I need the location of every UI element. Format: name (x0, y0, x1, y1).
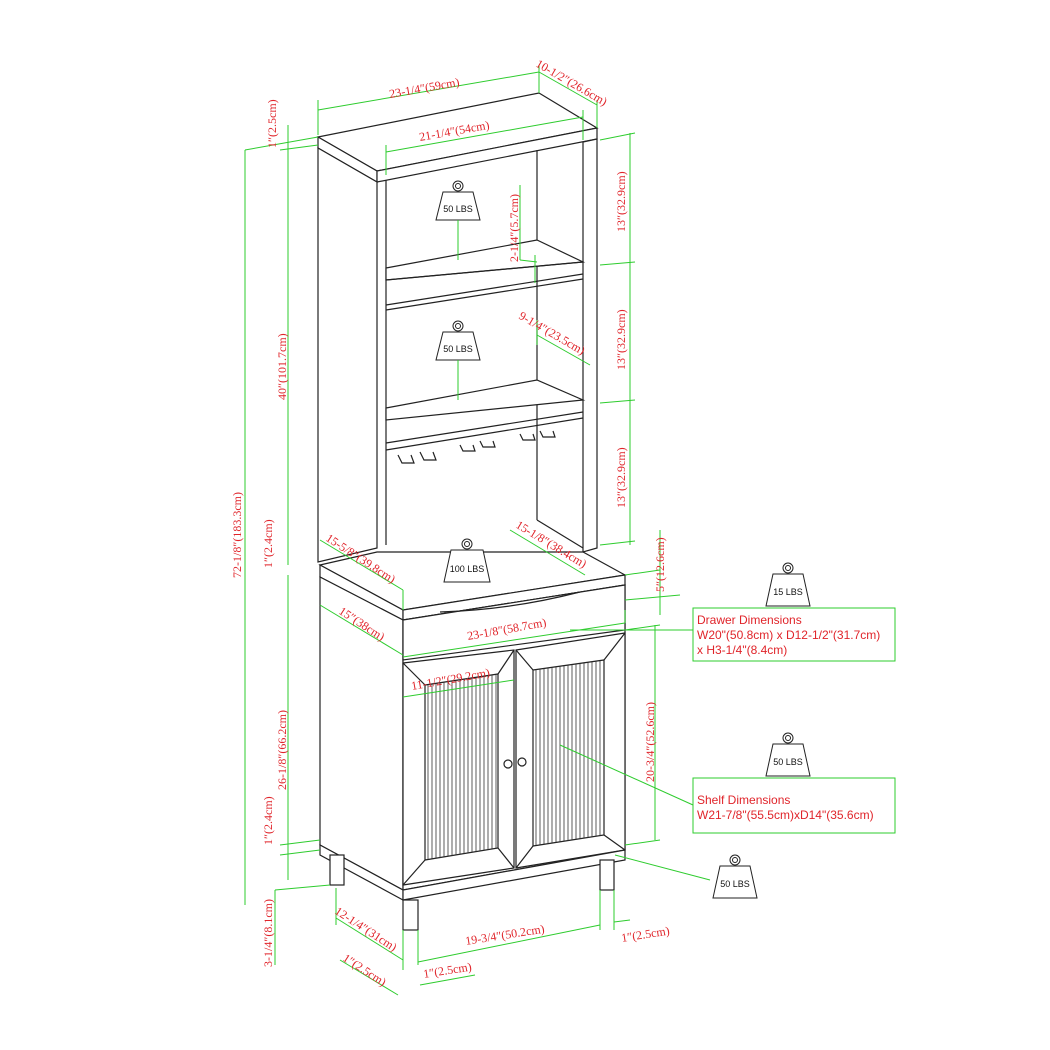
cabinet-doors (402, 632, 626, 886)
label-shelf-gap-1: 13″(32.9cm) (614, 171, 628, 232)
label-leg-height: 3-1/4″(8.1cm) (261, 899, 275, 967)
shelf-callout-line1: W21-7/8"(55.5cm)xD14"(35.6cm) (697, 808, 874, 822)
leg-back-left (329, 854, 345, 886)
dimension-lines (244, 65, 711, 996)
label-leg-size-right: 1″(2.5cm) (620, 924, 670, 945)
label-base-height: 26-1/8″(66.2cm) (275, 710, 289, 790)
leg-front-right (599, 859, 615, 891)
weight-icon-cabinet-shelf: 50 LBS (765, 732, 811, 777)
svg-text:15 LBS: 15 LBS (773, 587, 803, 597)
label-door-height: 20-3/4″(52.6cm) (643, 702, 657, 782)
weight-icon-cabinet-bottom: 50 LBS (712, 854, 758, 899)
hutch-shelf-1 (385, 239, 586, 311)
svg-text:50 LBS: 50 LBS (443, 344, 473, 354)
label-drawer-height: 5″(12.6cm) (653, 537, 667, 592)
stemware-rack (397, 430, 556, 464)
label-leg-depth-span: 12-1/4″(31cm) (332, 904, 399, 954)
door-knob-right[interactable] (517, 757, 527, 767)
label-counter-thickness: 1″(2.4cm) (261, 519, 275, 568)
bar-cabinet-drawing (316, 92, 627, 931)
drawer-callout-title: Drawer Dimensions (697, 613, 802, 627)
hutch-right-panel (582, 138, 598, 553)
label-hutch-shelf-depth: 9-1/4″(23.5cm) (517, 308, 588, 357)
label-hutch-height: 40″(101.7cm) (275, 333, 289, 400)
label-top-thickness: 1″(2.5cm) (265, 99, 279, 148)
svg-text:100 LBS: 100 LBS (450, 564, 485, 574)
hutch-left-panel (317, 146, 378, 563)
svg-text:50 LBS: 50 LBS (443, 204, 473, 214)
shelf-dimensions-callout: Shelf Dimensions W21-7/8"(55.5cm)xD14"(3… (692, 777, 896, 834)
weight-icon-counter: 100 LBS (443, 538, 491, 583)
drawer-dimensions-callout: Drawer Dimensions W20"(50.8cm) x D12-1/2… (692, 607, 896, 662)
label-shelf-gap-3: 13″(32.9cm) (614, 447, 628, 508)
svg-text:50 LBS: 50 LBS (773, 757, 803, 767)
label-bottom-thickness: 1″(2.4cm) (261, 796, 275, 845)
label-shelf-gap-2: 13″(32.9cm) (614, 309, 628, 370)
weight-icon-drawer: 15 LBS (765, 562, 811, 607)
drawer-callout-line2: x H3-1/4"(8.4cm) (697, 643, 787, 657)
drawer-callout-line1: W20"(50.8cm) x D12-1/2"(31.7cm) (697, 628, 880, 642)
label-total-height: 72-1/8″(183.3cm) (230, 492, 244, 578)
label-leg-size-depth: 1″(2.5cm) (340, 951, 388, 989)
door-knob-left[interactable] (503, 759, 513, 769)
label-top-width: 23-1/4″(59cm) (388, 75, 460, 101)
svg-text:50 LBS: 50 LBS (720, 879, 750, 889)
label-leg-size-front: 1″(2.5cm) (422, 960, 472, 981)
leg-front-left (402, 899, 419, 931)
label-shelf-lip: 2-1/4″(5.7cm) (507, 194, 521, 262)
weight-icon-top-shelf: 50 LBS (435, 180, 481, 221)
shelf-callout-title: Shelf Dimensions (697, 793, 790, 807)
hutch-shelf-2 (385, 379, 586, 451)
weight-icon-middle-shelf: 50 LBS (435, 320, 481, 361)
